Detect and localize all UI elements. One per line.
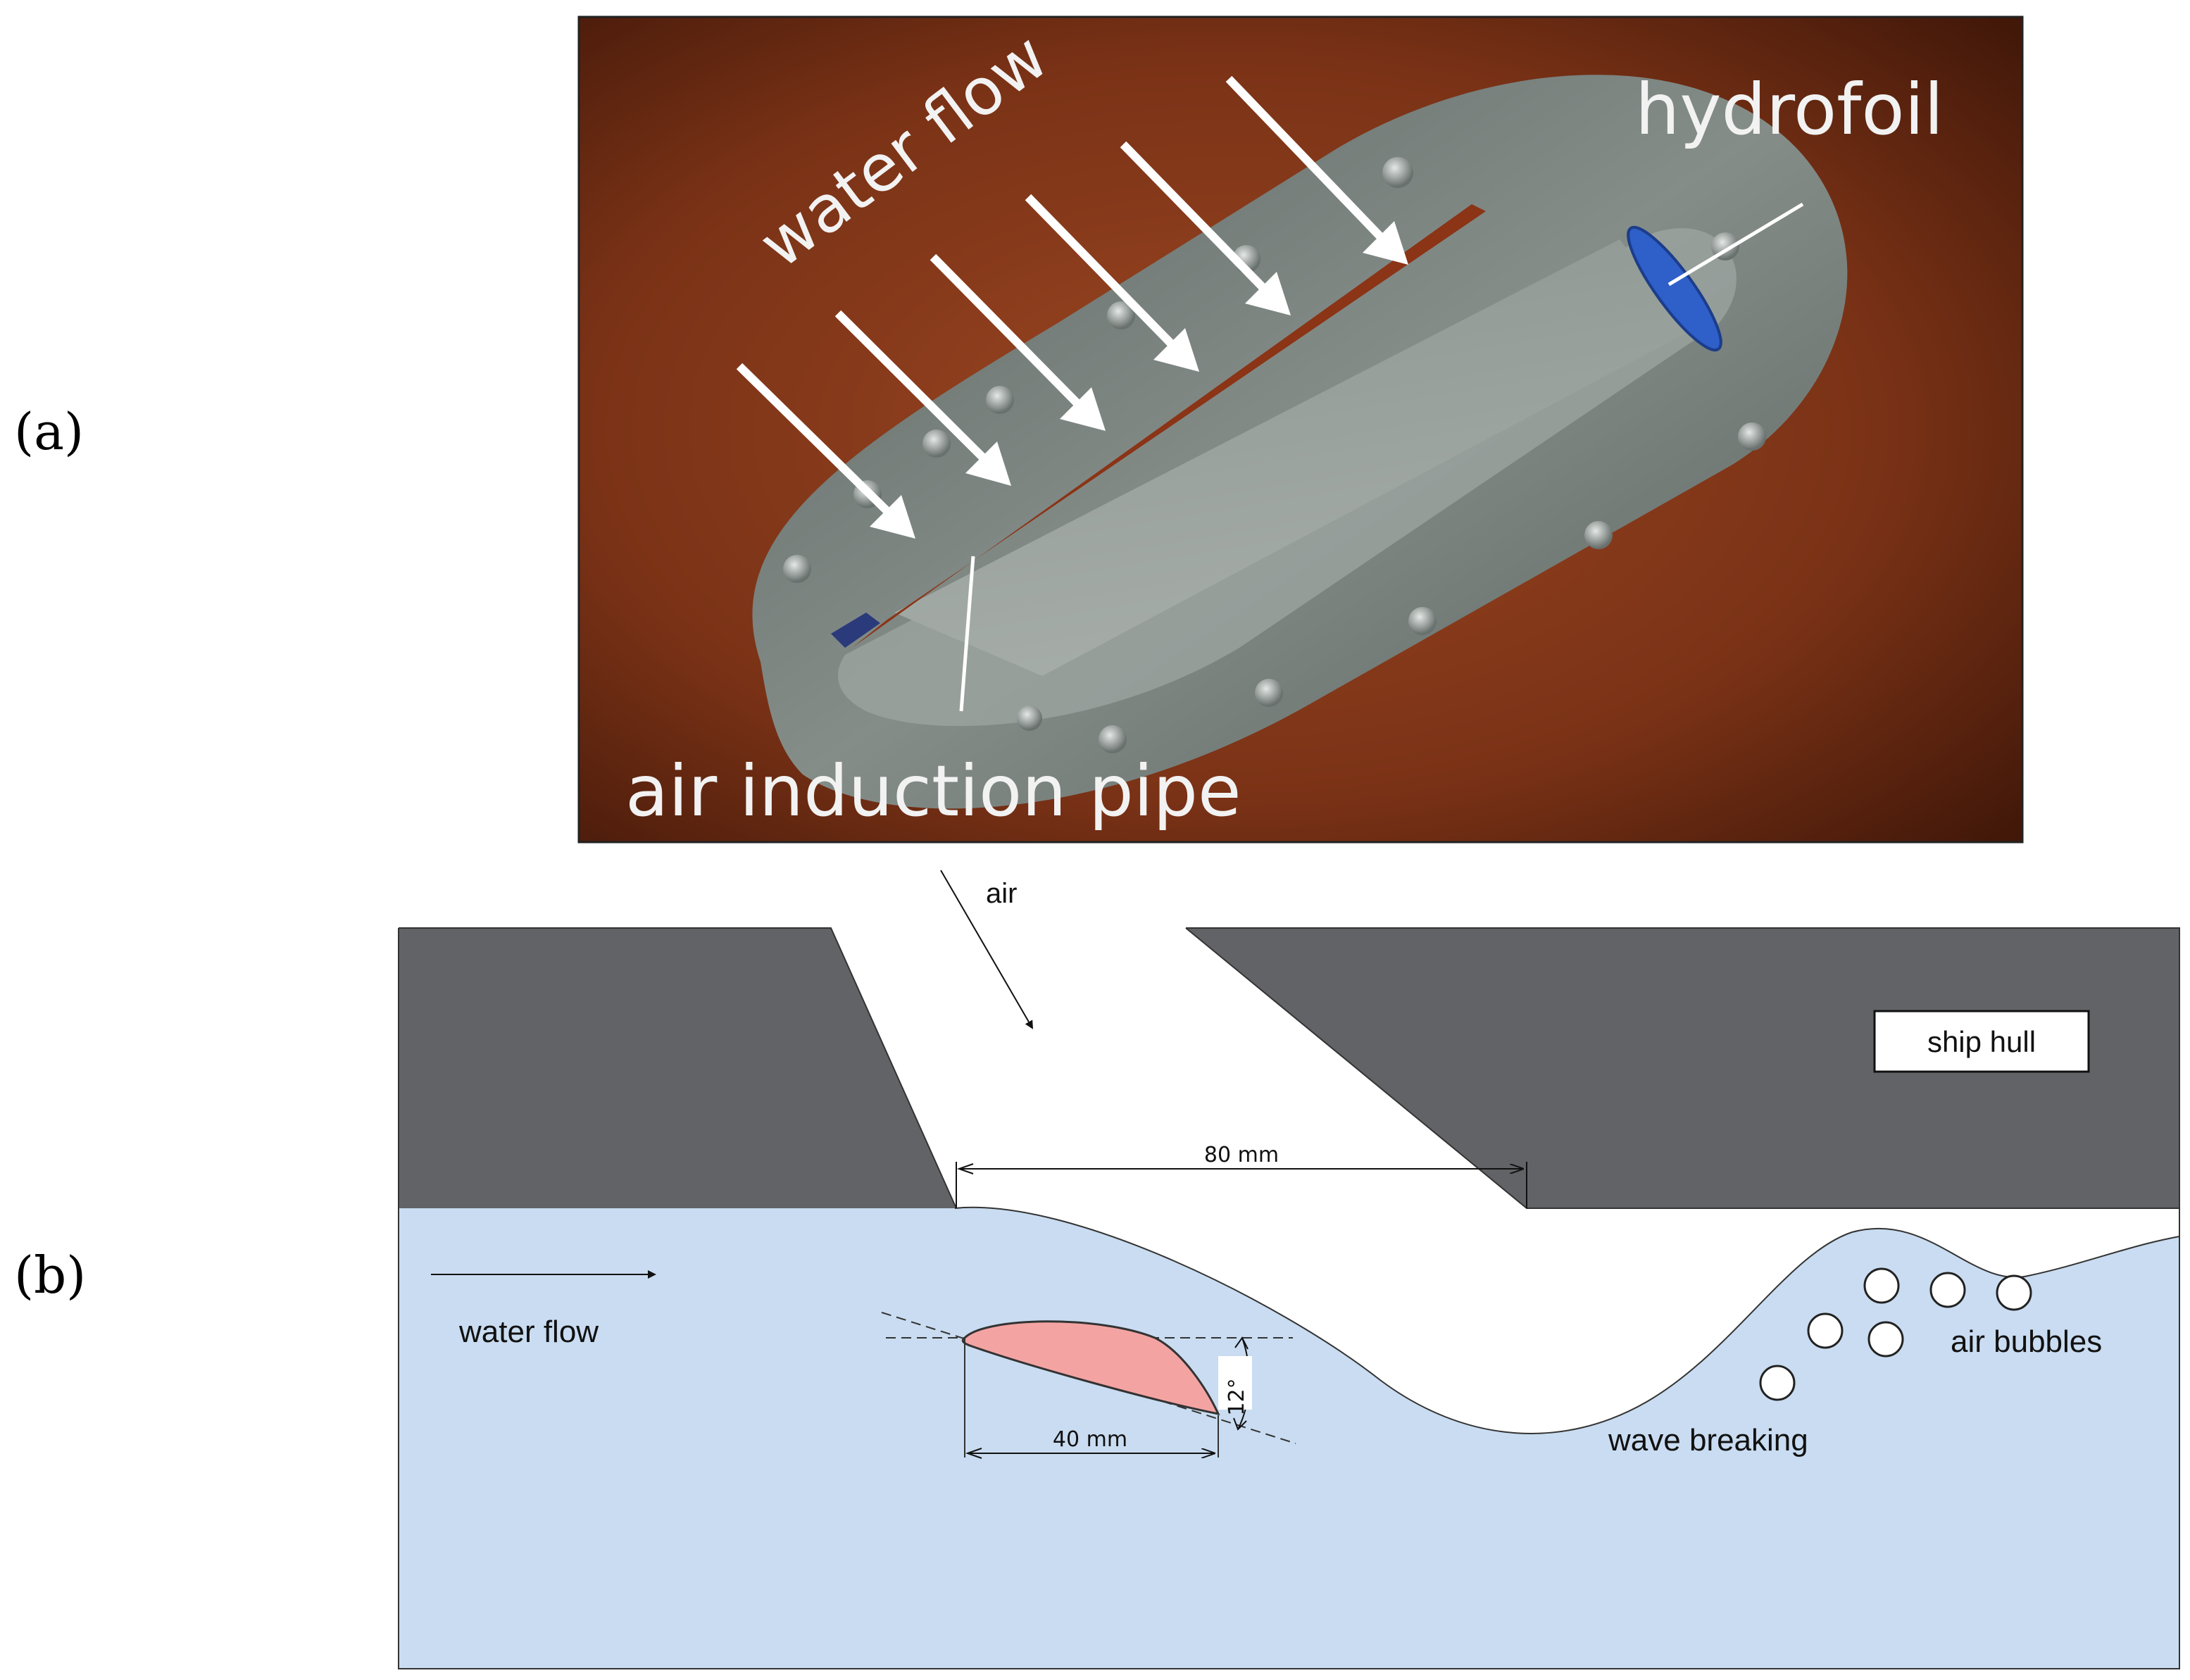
- dimension-80mm: [956, 1162, 1527, 1208]
- photo-label-hydrofoil: hydrofoil: [1635, 68, 1944, 151]
- air-arrow: [940, 870, 1034, 1029]
- photo-panel: water flow hydrofoil air induction pipe: [577, 15, 2024, 844]
- air-slot: [852, 204, 1486, 648]
- panel-label-a: (a): [14, 402, 84, 461]
- bubble: [1759, 1365, 1796, 1401]
- air-slot-dark: [831, 613, 880, 648]
- angle-label-box: [1218, 1356, 1252, 1410]
- hydrofoil-profile: [961, 1320, 1220, 1416]
- diagram-label-40mm: 40 mm: [1053, 1427, 1127, 1452]
- diagram-label-wave-breaking: wave breaking: [1608, 1423, 1808, 1458]
- hydrofoil-leader-line: [1667, 202, 1804, 287]
- bubble: [1929, 1272, 1966, 1308]
- wave-surface-line: [954, 1206, 2180, 1434]
- water-flow-arrows: [736, 75, 1408, 539]
- ship-hull-label-box: [1873, 1010, 2090, 1073]
- diagram-label-ship-hull: ship hull: [1927, 1025, 2036, 1058]
- hydrofoil-section: 12°: [881, 1312, 1296, 1459]
- hull-right: [1186, 928, 2179, 1208]
- diagram-label-water-flow: water flow: [458, 1315, 599, 1349]
- bubble: [1863, 1267, 1900, 1304]
- bubble: [1807, 1312, 1844, 1349]
- hydrofoil-photo: [1627, 225, 1722, 352]
- diagram-label-air: air: [986, 878, 1017, 909]
- air-bubbles-group: [1759, 1267, 2032, 1401]
- pipe-leader-line: [959, 556, 975, 712]
- panel-label-b: (b): [14, 1246, 86, 1305]
- photo-label-air-induction-pipe: air induction pipe: [625, 750, 1241, 832]
- water-region: [399, 1207, 2179, 1669]
- diagram-label-80mm: 80 mm: [1204, 1143, 1279, 1167]
- diagram-label-air-bubbles: air bubbles: [1951, 1324, 2102, 1359]
- diagram-label-angle: 12°: [1225, 1378, 1249, 1415]
- hull-left: [399, 928, 956, 1208]
- diagram-panel: air ship hull 80 mm water flow 12°: [398, 870, 2180, 1669]
- diagram-frame: [398, 927, 2180, 1669]
- bubble: [1867, 1321, 1904, 1358]
- bubble: [1996, 1274, 2032, 1311]
- air-induction-pipe-body: [894, 239, 1690, 676]
